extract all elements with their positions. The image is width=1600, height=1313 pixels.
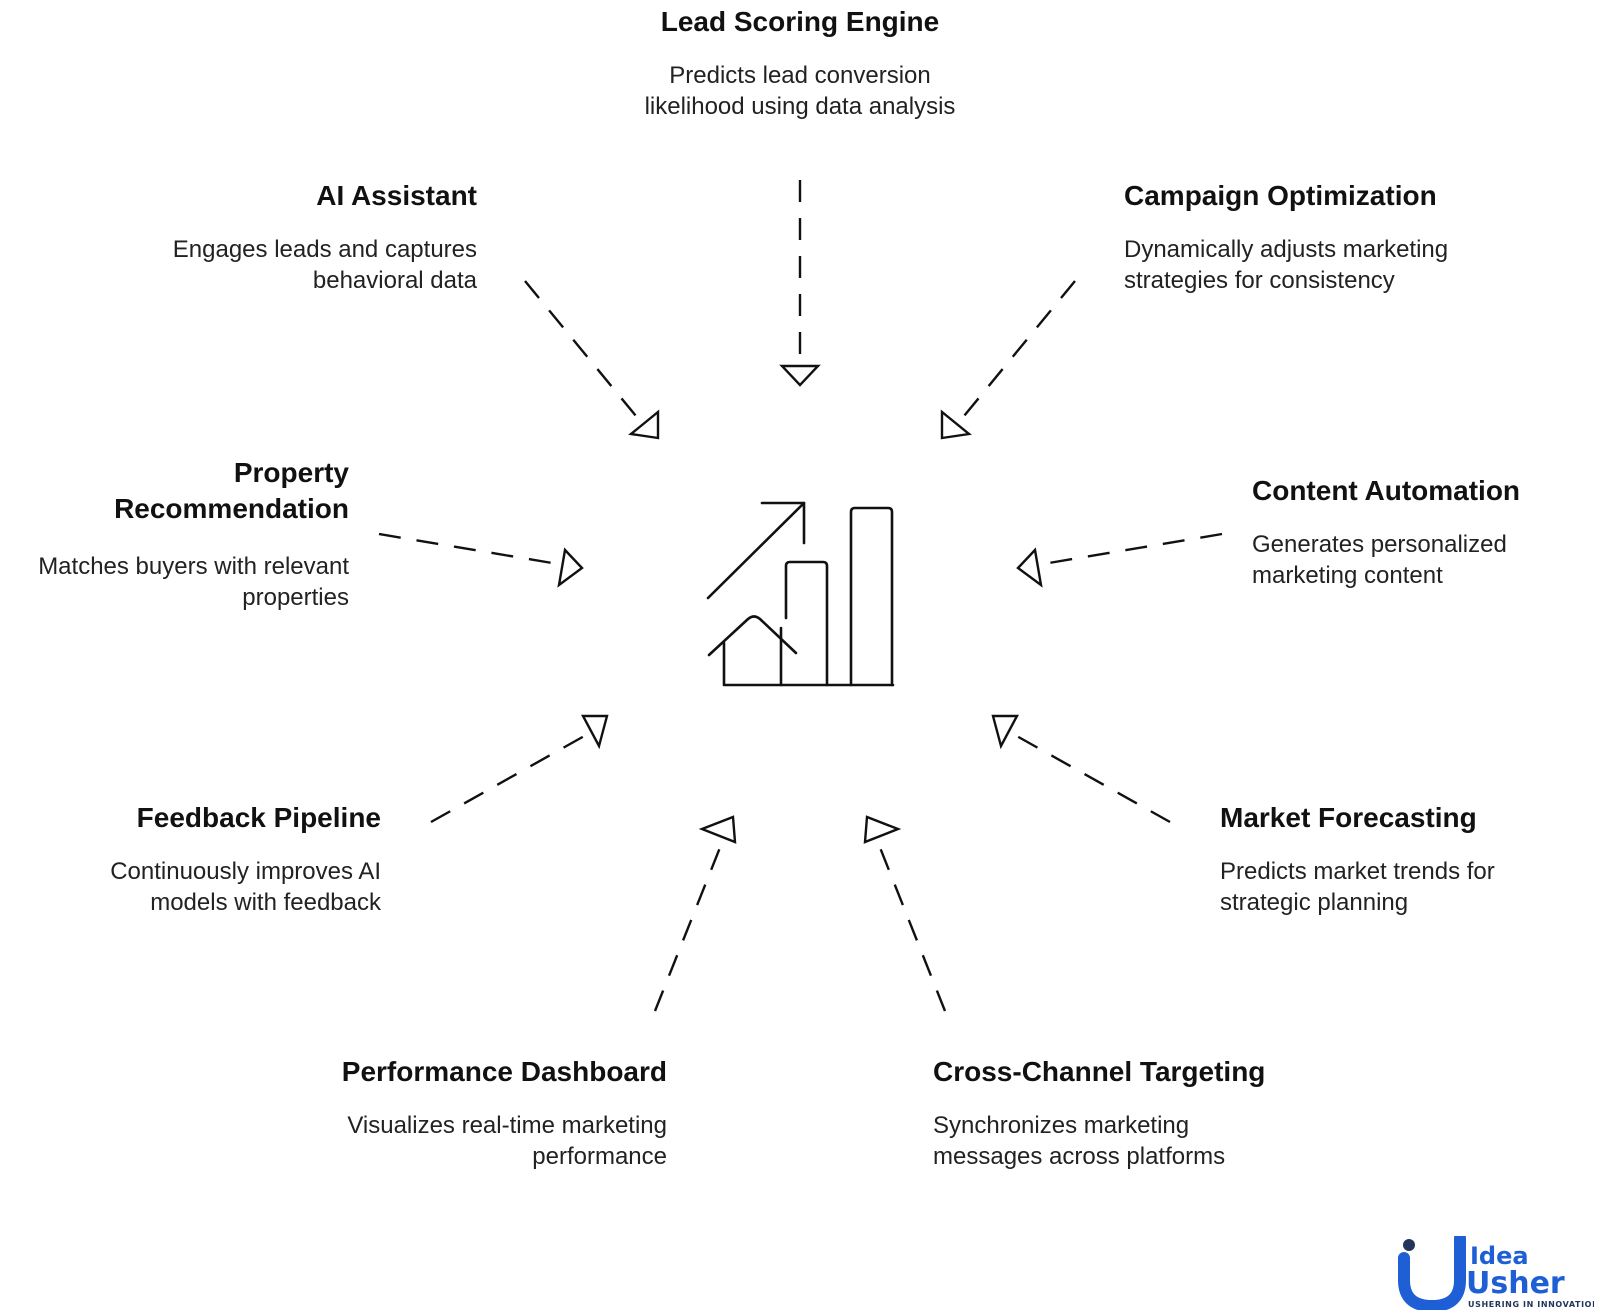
node-content-automation: Content Automation Generates personalize… [1252,473,1592,591]
arrow-market-line [1005,728,1171,824]
arrowhead-campaign [940,409,972,440]
idea-usher-logo: Idea Usher USHERING IN INNOVATION [1398,1236,1594,1310]
node-description: Generates personalized marketing content [1252,529,1592,591]
node-description-line: Visualizes real-time marketing [347,1112,667,1139]
arrowhead-cross-channel [863,815,902,844]
node-description: Predicts market trends for strategic plan… [1220,856,1590,918]
node-description-line: Predicts lead conversion [669,62,931,89]
node-description: Engages leads and captures behavioral dat… [100,234,477,296]
node-title: Market Forecasting [1220,802,1477,833]
logo-dot-icon [1403,1239,1415,1251]
logo-word-usher: Usher [1466,1266,1565,1301]
node-title: Lead Scoring Engine [660,6,940,37]
node-title-line: Recommendation [114,493,349,524]
node-description-line: Synchronizes marketing [933,1112,1190,1139]
arrow-campaign-line [954,280,1076,428]
logo-tagline: USHERING IN INNOVATION [1468,1300,1594,1309]
node-title: Feedback Pipeline [136,802,381,833]
arrow-feedback-line [430,728,596,824]
arrow-ai-assistant-line [524,280,646,428]
node-description-line: messages across platforms [933,1143,1226,1170]
node-description-line: Engages leads and captures [172,236,477,263]
node-campaign-optimization: Campaign Optimization Dynamically adjust… [1124,178,1564,296]
node-market-forecasting: Market Forecasting Predicts market trend… [1220,800,1590,918]
node-description-line: likelihood using data analysis [644,93,956,120]
arrowhead-content [1016,547,1043,588]
arrowhead-market [991,714,1019,750]
node-title-line: Property [233,457,349,488]
node-description: Dynamically adjusts marketing strategies … [1124,234,1564,296]
node-description: Continuously improves AI models with feed… [40,856,381,918]
node-title: AI Assistant [316,180,477,211]
node-description-line: Matches buyers with relevant [38,553,349,580]
node-description: Predicts lead conversion likelihood using… [580,60,1020,122]
node-description-line: properties [242,584,349,611]
arrowhead-property [557,547,584,588]
arrowhead-ai-assistant [628,409,660,440]
logo-word-idea: Idea [1470,1242,1529,1270]
node-description-line: performance [532,1143,667,1170]
node-title: Performance Dashboard [341,1056,667,1087]
node-description-line: marketing content [1252,562,1443,589]
node-description-line: Generates personalized [1252,531,1507,558]
node-title: Campaign Optimization [1124,180,1437,211]
node-description-line: strategies for consistency [1124,267,1395,294]
node-cross-channel-targeting: Cross-Channel Targeting Synchronizes mar… [933,1054,1353,1172]
node-feedback-pipeline: Feedback Pipeline Continuously improves … [40,800,381,918]
arrowhead-performance [698,815,737,844]
node-description-line: Dynamically adjusts marketing [1124,236,1449,263]
node-title: Cross-Channel Targeting [933,1056,1266,1087]
node-ai-assistant: AI Assistant Engages leads and captures b… [100,178,477,296]
arrow-content-line [1030,532,1223,568]
node-title: Content Automation [1252,475,1521,506]
node-description-line: behavioral data [312,267,477,294]
arrow-performance-line [653,834,727,1012]
node-description-line: strategic planning [1220,889,1409,916]
node-description-line: Predicts market trends for [1220,858,1495,885]
node-description: Synchronizes marketing messages across pl… [933,1110,1353,1172]
node-description-line: models with feedback [150,889,381,916]
arrowhead-lead-scoring [779,364,821,387]
node-description-line: Continuously improves AI [110,858,381,885]
node-performance-dashboard: Performance Dashboard Visualizes real-ti… [260,1054,667,1172]
logo-u-mark-icon [1398,1236,1466,1310]
node-lead-scoring-engine: Lead Scoring Engine Predicts lead conver… [580,4,1020,122]
arrow-cross-channel-line [873,834,947,1012]
node-description: Matches buyers with relevant properties [0,551,349,613]
arrow-property-line [378,532,571,568]
house-chart-growth-icon [706,501,895,687]
node-description: Visualizes real-time marketing performanc… [260,1110,667,1172]
arrowhead-feedback [581,714,609,750]
